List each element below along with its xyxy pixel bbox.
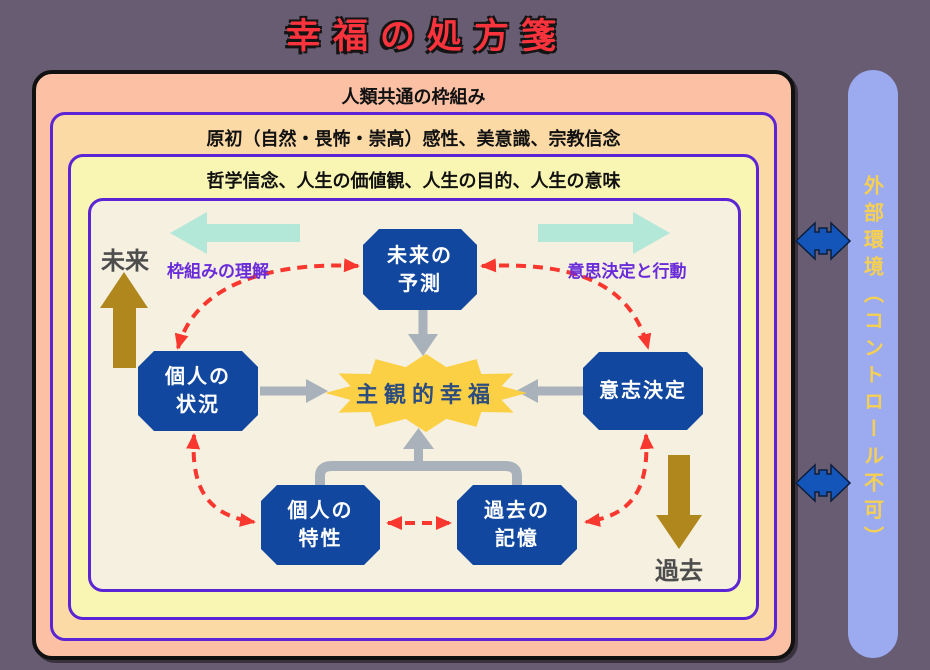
frame-primal-label: 原初（自然・畏怖・崇高）感性、美意識、宗教信念 (206, 129, 621, 150)
node-future-prediction: 未来の 予測 (363, 229, 477, 310)
starburst-shape-icon (325, 353, 527, 433)
node-past-memories: 過去の 記憶 (457, 485, 577, 565)
subjective-happiness-label: 主観的幸福 (355, 383, 496, 408)
framework-understanding-label: 枠組みの理解 (167, 262, 269, 282)
node-decision-making: 意志決定 (583, 352, 703, 430)
decision-and-action-label: 意思決定と行動 (567, 262, 687, 282)
subjective-happiness-burst: 主観的幸福 (323, 351, 529, 435)
page-title: 幸福の処方箋 (285, 17, 568, 57)
past-time-label: 過去 (655, 557, 703, 585)
future-time-label: 未来 (101, 247, 149, 275)
external-environment-label: 外部環境（コントロール不可） (860, 175, 885, 553)
frame-humanity-label: 人類共通の枠組み (341, 87, 486, 108)
double-arrow-top-icon (795, 221, 851, 261)
node-personal-situation: 個人の 状況 (138, 351, 258, 431)
double-arrow-bottom-icon (795, 463, 851, 503)
external-environment-panel: 外部環境（コントロール不可） (848, 70, 898, 658)
frame-philosophy-label: 哲学信念、人生の価値観、人生の目的、人生の意味 (206, 171, 621, 192)
node-personal-traits: 個人の 特性 (261, 485, 380, 565)
